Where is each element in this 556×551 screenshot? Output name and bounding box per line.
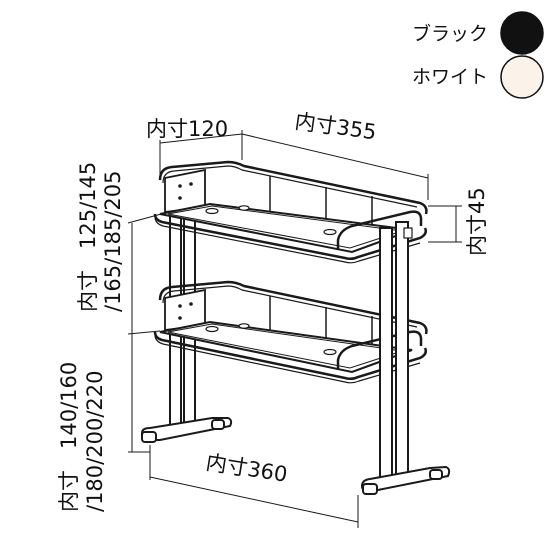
color-option-white-label: ホワイト [412,66,488,88]
upper-gap-label-2: /165/185/205 [101,171,125,312]
color-option-black: ブラック [412,11,544,55]
black-swatch-icon [500,11,544,55]
back-foot [140,417,233,443]
lower-height-label-2: /180/200/220 [83,371,107,512]
color-option-white: ホワイト [412,55,544,99]
color-option-black-label: ブラック [412,22,488,45]
rail-height-label: 内寸45 [465,187,489,256]
depth-label: 内寸120 [146,117,228,141]
lower-shelf [153,280,428,384]
top-width-label: 内寸355 [293,109,378,144]
lower-height-label-1: 内寸 140/160 [57,362,81,512]
front-foot [360,465,451,495]
color-legend: ブラック ホワイト [412,11,544,99]
front-right-post [379,221,413,479]
rack-illustration [140,160,451,495]
white-swatch-icon [500,55,544,99]
upper-gap-label-1: 内寸 125/145 [76,162,100,312]
dimension-lines [127,130,462,528]
bottom-width-label: 内寸360 [204,450,289,487]
